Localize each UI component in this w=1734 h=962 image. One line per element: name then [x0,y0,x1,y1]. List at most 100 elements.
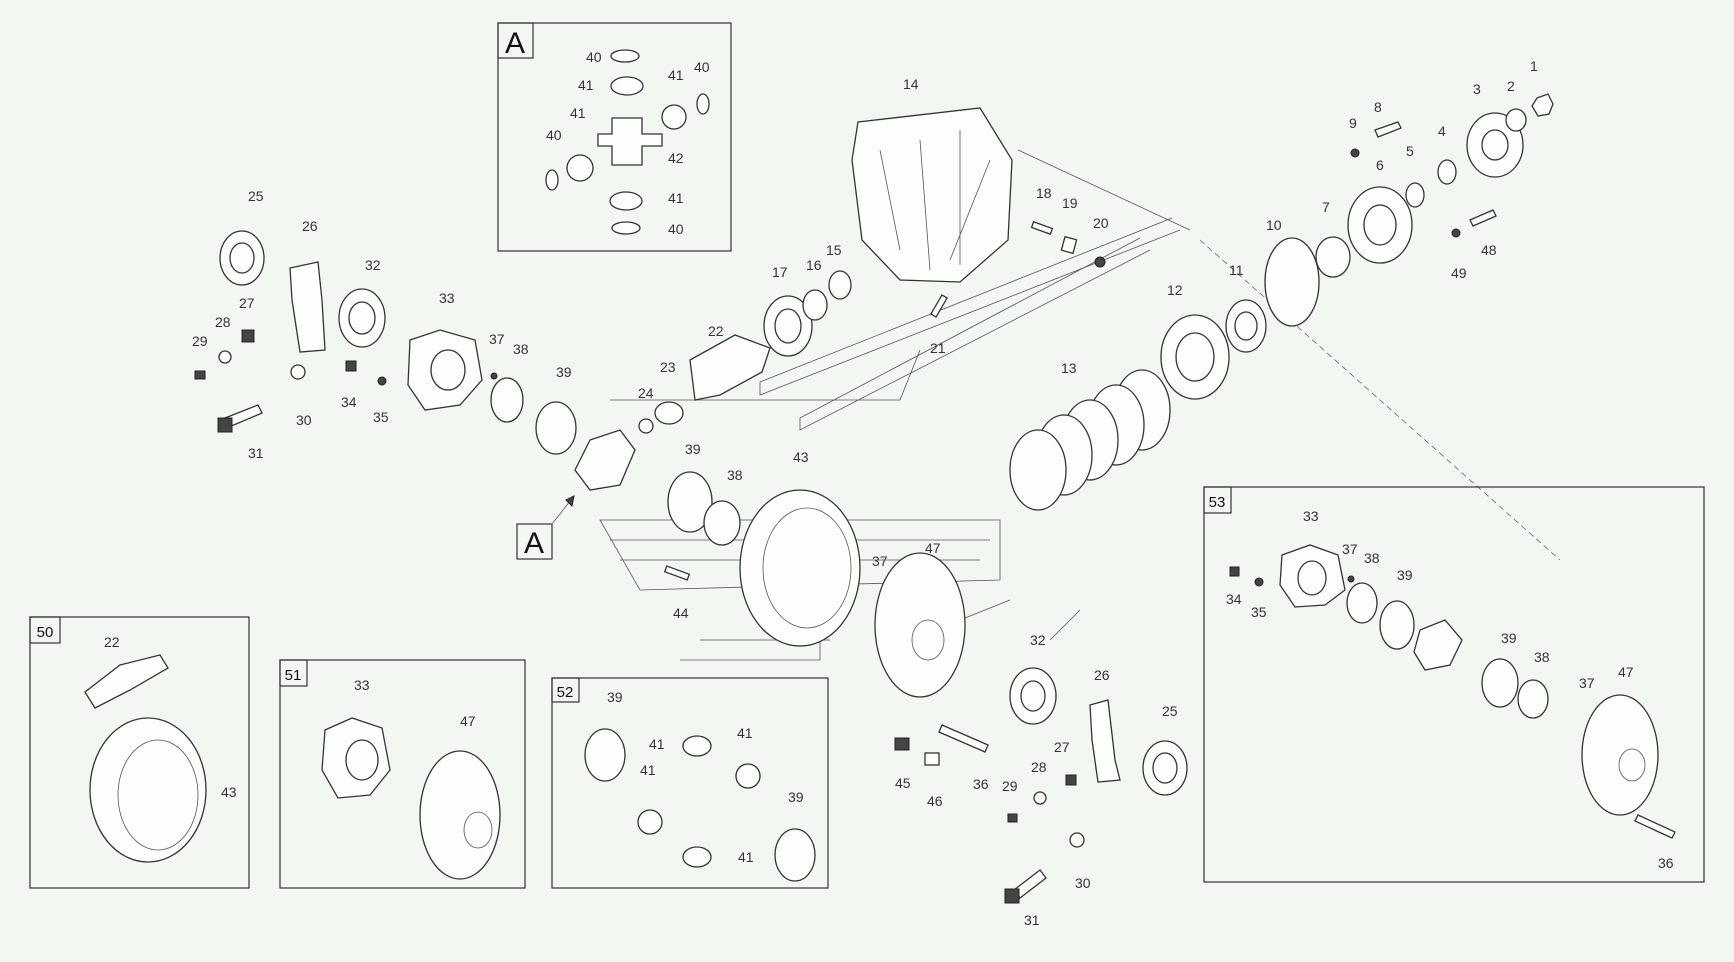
washer-28-right [1033,791,1047,805]
callout-47: 47 [925,540,941,556]
callout-22: 22 [708,323,724,339]
callout-25: 25 [248,188,264,204]
callout-a-41: 41 [668,190,684,206]
callout-53-37: 37 [1342,541,1358,557]
view-a-label: A [524,527,544,560]
callout-8: 8 [1374,99,1382,115]
detail-a-box: A 40 41 41 40 41 40 42 41 40 [497,22,732,252]
inset-53-washer-a [1346,582,1378,624]
nut-34 [345,360,357,372]
callout-11: 11 [1229,262,1244,278]
callout-10: 10 [1266,217,1282,233]
lock-27-right [1065,774,1077,786]
callout-45: 45 [895,775,911,791]
pin-21 [930,294,948,318]
thrust-washer-38-right [703,500,741,546]
inset-53-pin [1347,575,1355,583]
inset-53-nut [1229,566,1240,577]
callout-52-41: 41 [640,762,656,778]
washer-30 [290,364,306,380]
main-callouts: 1 2 3 4 5 6 7 8 9 10 11 12 13 14 15 16 1… [192,58,1538,928]
spider-assembly [574,429,636,491]
callout-26: 26 [302,218,318,234]
side-gear-top [610,76,644,96]
bearing-cap-26 [289,261,326,353]
pinion-gear-right [661,104,687,130]
view-a-box [516,523,553,560]
pin-18 [1030,220,1054,236]
callout-35: 35 [373,409,389,425]
gasket-10 [1264,237,1320,327]
callout-50-22: 22 [104,634,120,650]
callout-37: 37 [872,553,888,569]
inset-53-washer-b [1517,679,1549,719]
pinion-gear-left [566,154,594,182]
callout-53-37: 37 [1579,675,1595,691]
ring-24 [638,418,654,434]
inset-50-label: 50 [37,624,54,641]
callout-6: 6 [1376,157,1384,173]
inset-52-side-gear-b [774,828,816,882]
callout-a-41: 41 [668,67,684,83]
callout-7: 7 [1322,199,1330,215]
inset-52-pinion-a [682,735,712,757]
washer-49 [1451,228,1461,238]
callout-27: 27 [239,295,255,311]
callout-29: 29 [192,333,208,349]
callout-26: 26 [1094,667,1110,683]
callout-a-40: 40 [546,127,562,143]
callout-27: 27 [1054,739,1070,755]
callout-50-43: 43 [221,784,237,800]
inset-53-spider [1413,619,1463,671]
callout-53-36: 36 [1658,855,1674,871]
callout-12: 12 [1167,282,1183,298]
inset-52-pinion-b [735,763,761,789]
callout-53-47: 47 [1618,664,1634,680]
callout-53-38: 38 [1364,550,1380,566]
callout-18: 18 [1036,185,1052,201]
callout-53-34: 34 [1226,591,1242,607]
callout-3: 3 [1473,81,1481,97]
lock-27 [241,329,255,343]
callout-53-39: 39 [1501,630,1517,646]
inset-51-case-flange [419,750,501,880]
callout-17: 17 [772,264,788,280]
bolt-31-head [217,417,233,433]
callout-36: 36 [973,776,989,792]
inset-53: 53 33 37 38 39 34 35 39 38 37 47 36 [1203,486,1705,883]
diff-case-half-47 [874,552,966,698]
callout-15: 15 [826,242,842,258]
callout-38: 38 [727,467,743,483]
bearing-23 [654,401,684,425]
thrust-washer-38 [490,377,524,423]
washer-28 [218,350,232,364]
plate-13-e [1009,429,1067,511]
callout-52-41: 41 [738,849,754,865]
ring-gear-43 [739,489,861,647]
bolt-29 [194,370,206,380]
inset-50-pinion [84,654,169,709]
inset-53-side-gear-b [1481,658,1519,708]
callout-25: 25 [1162,703,1178,719]
inset-53-side-gear-a [1379,600,1415,650]
callout-9: 9 [1349,115,1357,131]
callout-31: 31 [1024,912,1040,928]
callout-51-47: 47 [460,713,476,729]
callout-49: 49 [1451,265,1467,281]
callout-a-42: 42 [668,150,684,166]
washer-35 [377,376,387,386]
callout-46: 46 [927,793,943,809]
nut-20 [1094,256,1106,268]
callout-28: 28 [1031,759,1047,775]
callout-19: 19 [1062,195,1078,211]
nut-1 [1531,93,1554,117]
ring-4 [1437,159,1457,185]
thrust-washer-right [696,93,710,115]
callout-53-33: 33 [1303,508,1319,524]
callout-32: 32 [1030,632,1046,648]
callout-13: 13 [1061,360,1077,376]
callout-39: 39 [556,364,572,380]
callout-32: 32 [365,257,381,273]
callout-a-40: 40 [586,49,602,65]
inset-52-pinion-d [682,846,712,868]
